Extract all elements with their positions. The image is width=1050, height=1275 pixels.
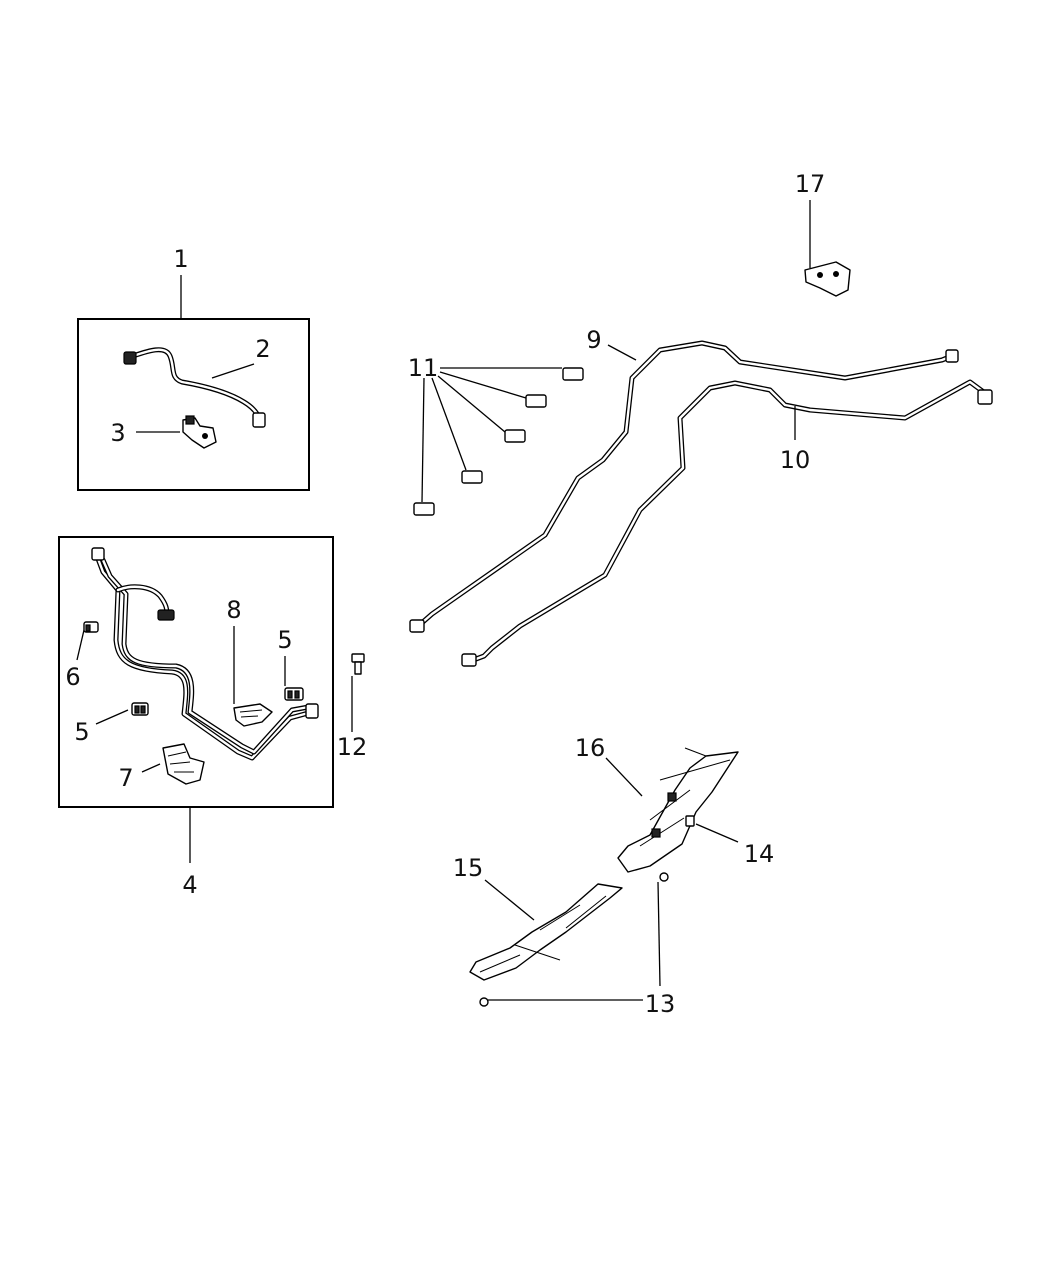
callout-1: 1 bbox=[173, 245, 188, 273]
part-5-clip-left bbox=[131, 702, 149, 716]
callout-4: 4 bbox=[182, 871, 197, 899]
callout-3: 3 bbox=[110, 419, 125, 447]
part-3-bracket bbox=[182, 415, 217, 449]
callout-11: 11 bbox=[408, 354, 439, 382]
callout-15: 15 bbox=[453, 854, 484, 882]
callout-10: 10 bbox=[780, 446, 811, 474]
group-box-4 bbox=[58, 536, 334, 808]
leader-15 bbox=[484, 879, 535, 921]
callout-2: 2 bbox=[255, 335, 270, 363]
callout-9: 9 bbox=[586, 326, 601, 354]
part-5-clip-right bbox=[284, 687, 304, 701]
leader-13 bbox=[488, 881, 661, 1001]
part-4-tube-bundle bbox=[91, 547, 319, 761]
part-13-fasteners bbox=[479, 872, 669, 1007]
leader-2 bbox=[211, 363, 255, 379]
leader-11 bbox=[421, 367, 562, 503]
part-12-bolt bbox=[351, 653, 365, 675]
callout-12: 12 bbox=[337, 733, 368, 761]
part-8-shield bbox=[233, 703, 273, 727]
part-9-line bbox=[409, 340, 959, 633]
callout-7: 7 bbox=[118, 764, 133, 792]
part-17-bracket bbox=[804, 261, 851, 297]
part-7-bracket bbox=[162, 743, 205, 785]
leader-6 bbox=[76, 629, 85, 661]
part-11-clips bbox=[413, 367, 584, 516]
leader-9 bbox=[607, 344, 637, 361]
part-10-line bbox=[461, 379, 993, 667]
callout-13: 13 bbox=[645, 990, 676, 1018]
callout-6: 6 bbox=[65, 663, 80, 691]
callout-14: 14 bbox=[744, 840, 775, 868]
callout-5-right: 5 bbox=[277, 626, 292, 654]
callout-17: 17 bbox=[795, 170, 826, 198]
leader-16 bbox=[605, 757, 643, 797]
leader-14 bbox=[695, 823, 739, 843]
part-16-shield bbox=[617, 747, 739, 873]
callout-5-left: 5 bbox=[74, 718, 89, 746]
callout-16: 16 bbox=[575, 734, 606, 762]
leader-7 bbox=[141, 763, 161, 773]
part-14-nut bbox=[685, 815, 695, 827]
group-box-1 bbox=[77, 318, 310, 491]
leader-5-left bbox=[95, 709, 129, 725]
part-15-shield bbox=[469, 883, 623, 981]
callout-8: 8 bbox=[226, 596, 241, 624]
part-6-clip bbox=[83, 621, 99, 633]
part-2-tube bbox=[123, 347, 266, 428]
